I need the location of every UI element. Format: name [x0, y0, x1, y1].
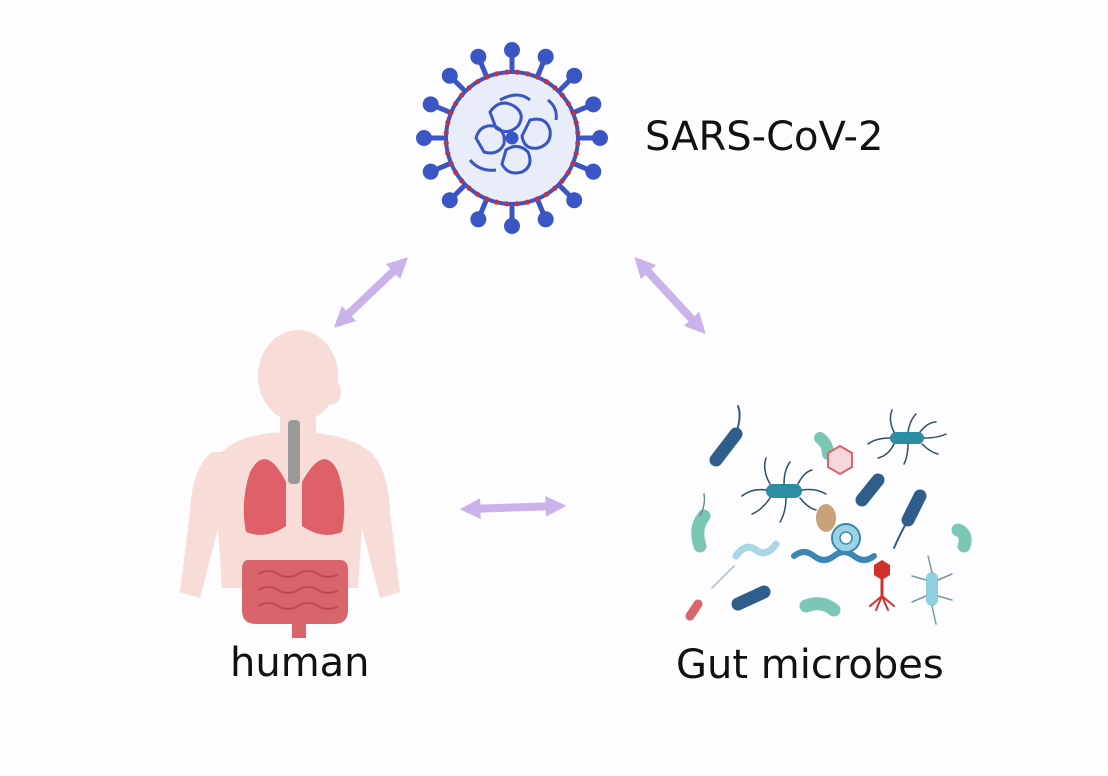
virus-spike [534, 196, 554, 228]
human-torso [180, 432, 400, 598]
intestines [242, 560, 348, 638]
microbe-cell [816, 504, 836, 532]
membrane-protein [514, 69, 520, 75]
bacterium [951, 523, 972, 553]
virus-spike [504, 42, 520, 74]
bacterium [926, 572, 938, 606]
virus-spike [441, 181, 469, 209]
membrane-protein [524, 71, 531, 77]
human-body-icon [180, 330, 400, 638]
membrane-protein [445, 150, 451, 156]
membrane-protein [570, 160, 576, 166]
membrane-protein [484, 196, 490, 202]
bacterium [685, 599, 703, 621]
label-human: human [230, 640, 370, 686]
bidirectional-arrow-icon [634, 256, 706, 335]
virus-spike [470, 48, 490, 80]
virus-spike [416, 130, 448, 146]
microbe-cell [831, 523, 861, 553]
membrane-protein [573, 120, 579, 126]
membrane-protein [565, 100, 571, 107]
membrane-protein [466, 85, 472, 91]
virus-spike [504, 202, 520, 234]
bidirectional-arrow-icon [333, 257, 409, 328]
membrane-protein [453, 169, 459, 176]
membrane-protein [443, 140, 449, 146]
membrane-protein [484, 74, 490, 80]
label-sars-cov-2: SARS-CoV-2 [645, 114, 884, 160]
membrane-protein [504, 201, 510, 207]
virus-spike [555, 67, 583, 95]
virus-spike [555, 181, 583, 209]
bacterium [732, 540, 780, 560]
human-head [258, 330, 338, 422]
membrane-protein [448, 160, 454, 166]
membrane-protein [453, 100, 459, 107]
membrane-protein [459, 92, 465, 98]
membrane-protein [559, 178, 565, 184]
membrane-protein [474, 79, 481, 85]
virus-particle [827, 444, 853, 476]
membrane-protein [534, 196, 540, 202]
membrane-protein [552, 185, 558, 191]
membrane-protein [543, 79, 550, 85]
virus-rna-coils [468, 93, 558, 175]
membrane-protein [445, 119, 451, 126]
membrane-protein [534, 74, 540, 80]
bacterium [814, 432, 834, 460]
bacterium [741, 457, 827, 523]
membrane-protein [575, 130, 581, 136]
gut-microbes-icon [685, 405, 972, 625]
membrane-protein [474, 191, 481, 197]
trachea [288, 420, 300, 484]
virus-spike [441, 67, 469, 95]
virus-spike [422, 96, 454, 116]
membrane-protein [514, 201, 520, 207]
bacteriophage-icon [869, 560, 895, 611]
membrane-protein [443, 130, 449, 136]
bacterium [855, 473, 885, 507]
membrane-protein [565, 169, 571, 176]
membrane-protein [575, 140, 581, 146]
membrane-protein [466, 185, 472, 191]
membrane-protein [494, 71, 500, 77]
virus-spike [534, 48, 554, 80]
spirochete [791, 549, 877, 563]
virus-spike [576, 130, 608, 146]
bacterium [901, 489, 927, 527]
membrane-protein [543, 191, 550, 197]
right-lung [302, 459, 345, 535]
bacterium [867, 409, 947, 465]
virus-spike [570, 96, 602, 116]
membrane-protein [504, 69, 510, 75]
label-gut-microbes: Gut microbes [676, 642, 944, 688]
bacterium [731, 585, 771, 611]
bacterium [799, 597, 841, 617]
virus-membrane-proteins [443, 69, 581, 207]
coronavirus-icon [416, 42, 608, 234]
virus-spike [470, 196, 490, 228]
membrane-protein [573, 150, 579, 157]
left-lung [243, 459, 286, 535]
bacterium [691, 509, 711, 553]
membrane-protein [448, 110, 454, 116]
membrane-protein [524, 199, 530, 205]
interaction-arrows [333, 256, 706, 519]
membrane-protein [552, 85, 558, 91]
bidirectional-arrow-icon [459, 496, 567, 519]
bacterium [709, 427, 743, 467]
virus-spike [570, 160, 602, 180]
membrane-protein [570, 110, 576, 116]
membrane-protein [559, 92, 565, 98]
membrane-protein [493, 199, 500, 205]
virus-spike [422, 160, 454, 180]
membrane-protein [459, 178, 465, 184]
